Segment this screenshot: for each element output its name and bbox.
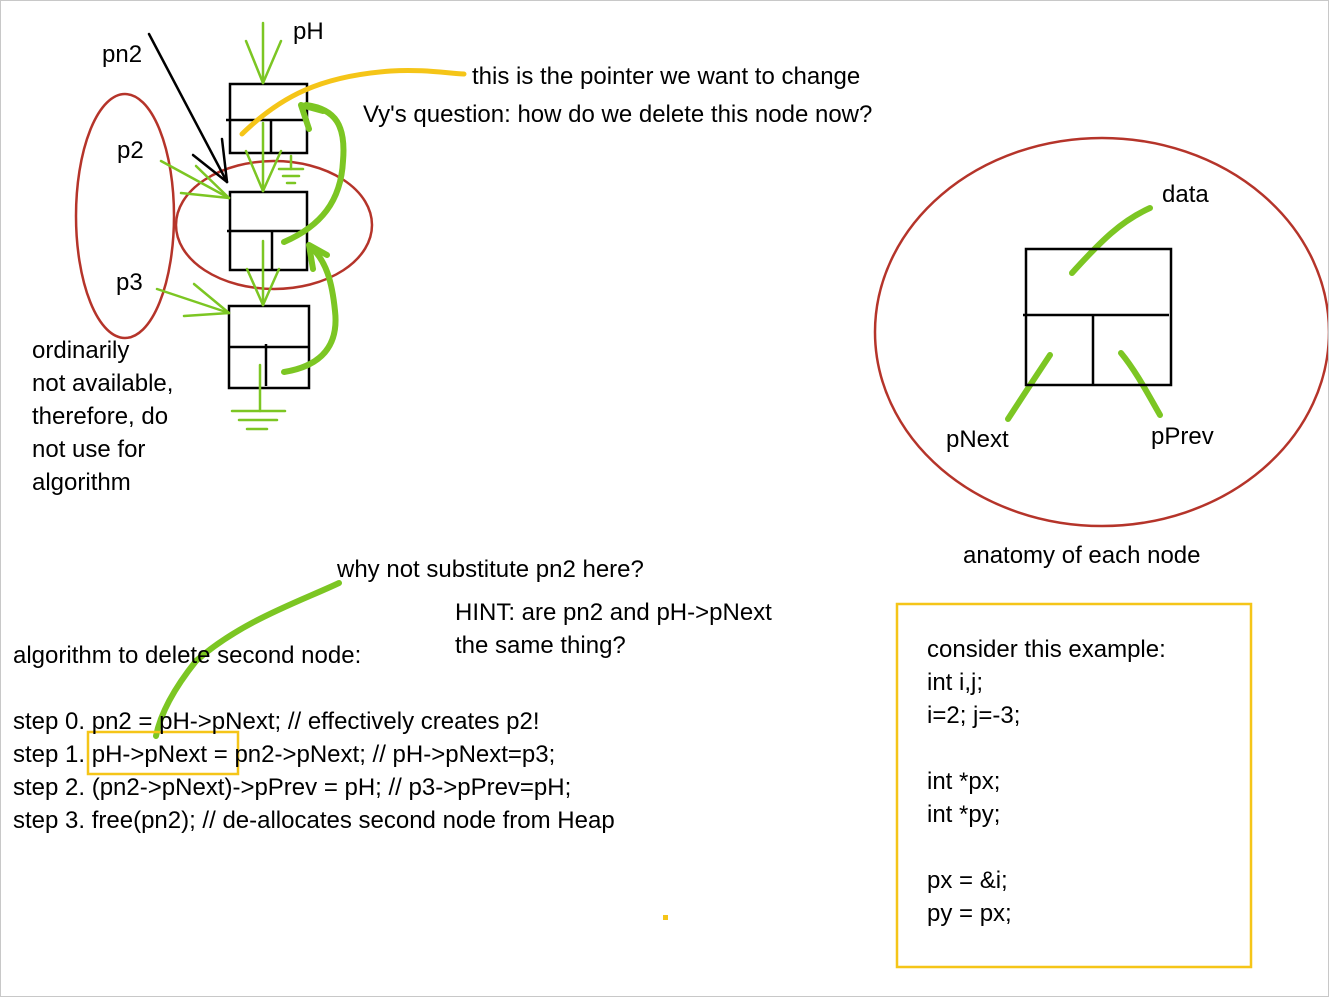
p3-arrow	[155, 282, 231, 318]
second-node-ellipse	[174, 159, 374, 291]
node1-to-node2-arrow	[244, 121, 283, 193]
algorithm-step: step 3. free(pn2); // de-allocates secon…	[13, 807, 615, 834]
node3-pPrev-backlink	[281, 244, 339, 375]
anatomy-caption: anatomy of each node	[963, 542, 1201, 569]
p3-label: p3	[116, 269, 143, 296]
pH-pNext-highlight-box	[86, 730, 240, 776]
pNext-pointer-line	[1005, 352, 1053, 422]
unavailable-pointers-ellipse	[74, 92, 176, 340]
anatomy-node-box	[1023, 247, 1173, 387]
hint-line: the same thing?	[455, 632, 626, 659]
example-line: i=2; j=-3;	[927, 702, 1021, 729]
node3-pPrev-arrowhead	[306, 242, 330, 272]
example-box	[895, 602, 1253, 969]
algorithm-step: step 1. pH->pNext = pn2->pNext; // pH->p…	[13, 741, 556, 768]
node2-pPrev-arrowhead	[298, 102, 326, 132]
ordinarily-line: not available,	[32, 370, 174, 397]
node-anatomy-ellipse	[873, 136, 1328, 528]
pNext-field-label: pNext	[946, 426, 1009, 453]
node2-pPrev-backlink	[281, 102, 347, 245]
pPrev-field-label: pPrev	[1151, 423, 1214, 450]
vy-question-note: Vy's question: how do we delete this nod…	[363, 101, 873, 128]
pn2-label: pn2	[102, 41, 143, 68]
example-line: consider this example:	[927, 636, 1166, 663]
why-not-note: why not substitute pn2 here?	[337, 556, 644, 583]
ordinarily-line: ordinarily	[32, 337, 130, 364]
node-2	[227, 190, 309, 272]
why-not-connector	[153, 580, 342, 739]
pH-label: pH	[293, 18, 324, 45]
stray-dot	[663, 915, 668, 920]
node-3	[227, 304, 311, 390]
example-line: int i,j;	[927, 669, 984, 696]
example-line: px = &i;	[927, 867, 1008, 894]
example-line: int *py;	[927, 801, 1001, 828]
pPrev-pointer-line	[1118, 350, 1163, 418]
example-line: py = px;	[927, 900, 1012, 927]
pointer-change-note: this is the pointer we want to change	[472, 63, 861, 90]
algorithm-step: step 0. pn2 = pH->pNext; // effectively …	[13, 708, 540, 735]
ordinarily-line: not use for	[32, 436, 146, 463]
node2-to-node3-arrow	[245, 239, 281, 307]
algorithm-title: algorithm to delete second node:	[13, 642, 362, 669]
algorithm-step: step 2. (pn2->pNext)->pPrev = pH; // p3-…	[13, 774, 572, 801]
data-pointer-line	[1069, 205, 1153, 276]
ordinarily-line: therefore, do	[32, 403, 169, 430]
node1-ground-symbol	[277, 154, 305, 185]
example-line: int *px;	[927, 768, 1001, 795]
pH-arrow	[244, 21, 283, 85]
data-field-label: data	[1162, 181, 1209, 208]
p2-label: p2	[117, 137, 144, 164]
p2-arrow	[159, 159, 231, 200]
pn2-arrow	[147, 32, 229, 184]
ordinarily-line: algorithm	[32, 469, 131, 496]
pointer-change-connector	[239, 67, 467, 137]
node3-ground-symbol	[230, 363, 287, 431]
hint-line: HINT: are pn2 and pH->pNext	[455, 599, 772, 626]
